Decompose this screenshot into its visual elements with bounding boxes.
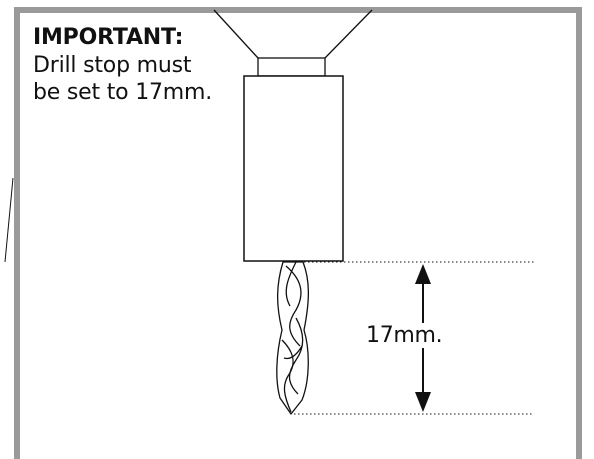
important-note: IMPORTANT: Drill stop must be set to 17m…: [33, 24, 243, 107]
drill-bit: [276, 261, 310, 415]
note-title: IMPORTANT:: [33, 25, 184, 50]
left-edge-line: [4, 177, 14, 263]
chuck-funnel: [213, 9, 373, 59]
frame-border: [14, 7, 582, 459]
note-line-2: be set to 17mm.: [33, 80, 213, 105]
arrow-head-top: [415, 264, 431, 284]
measurement-label: 17mm.: [364, 323, 445, 348]
chuck-collar: [257, 57, 326, 77]
reference-lines: [294, 261, 536, 415]
drill-body: [243, 75, 344, 262]
note-line-1: Drill stop must: [33, 52, 192, 78]
arrow-head-bottom: [415, 392, 431, 412]
